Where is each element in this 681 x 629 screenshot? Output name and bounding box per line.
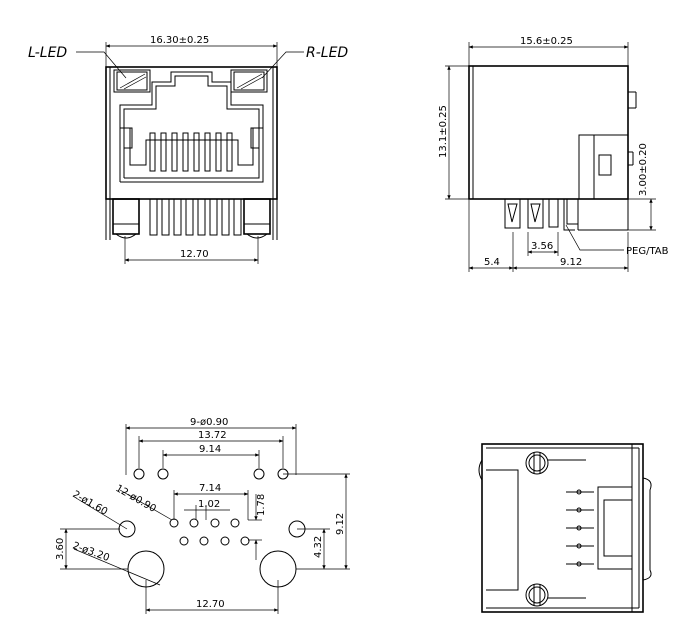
inner-span-dim: 9.14 (199, 444, 221, 455)
pitch-dim: 1.02 (198, 499, 220, 510)
row-height-dim: 4.32 (313, 536, 324, 558)
left-led-window (116, 71, 148, 91)
pcb-footprint: 9-ø0.90 13.72 9.14 7.14 1.02 1.78 (55, 417, 350, 614)
top-hole-row (133, 468, 289, 480)
hole-count-dim: 9-ø0.90 (190, 417, 228, 428)
total-height-dim: 9.12 (335, 513, 346, 535)
peg-offset-dim: 3.56 (531, 241, 553, 252)
mount-y-dim: 3.60 (55, 538, 66, 560)
signal-holes (169, 518, 250, 546)
front-view: 16.30±0.25 L-LED R-LED (28, 35, 348, 264)
top-view-outline (481, 443, 644, 613)
side-depth-dim: 15.6±0.25 (520, 36, 573, 47)
left-led-label: L-LED (28, 45, 67, 61)
mount-span-dim: 12.70 (196, 599, 225, 610)
side-body-outline (468, 65, 629, 200)
peg-height-dim: 3.00±0.20 (638, 143, 649, 196)
front-offset-dim: 5.4 (484, 257, 500, 268)
side-view: 15.6±0.25 13.1±0.25 3.00±0.2 (438, 36, 669, 272)
front-pins (149, 198, 242, 236)
outer-span-dim: 13.72 (198, 430, 227, 441)
peg-tab-label: PEG/TAB (626, 246, 669, 257)
peg-holes-label: 2-ø1.60 (71, 489, 110, 518)
pin-span-dim: 12.70 (180, 249, 209, 260)
signal-span-dim: 7.14 (199, 483, 221, 494)
mount-holes-label: 2-ø3.20 (71, 540, 111, 563)
bottom-mount-post (525, 583, 549, 607)
contact-pins (149, 132, 233, 172)
top-view-pins (566, 489, 594, 567)
right-led-label: R-LED (306, 45, 348, 61)
rear-offset-dim: 9.12 (560, 257, 582, 268)
front-width-dim: 16.30±0.25 (150, 35, 209, 46)
top-view (478, 443, 652, 613)
row-offset-dim: 1.78 (256, 494, 267, 516)
side-height-dim: 13.1±0.25 (438, 105, 449, 158)
top-mount-post (525, 451, 549, 475)
right-led-window (233, 71, 265, 91)
signal-holes-label: 12-ø0.90 (114, 483, 158, 515)
